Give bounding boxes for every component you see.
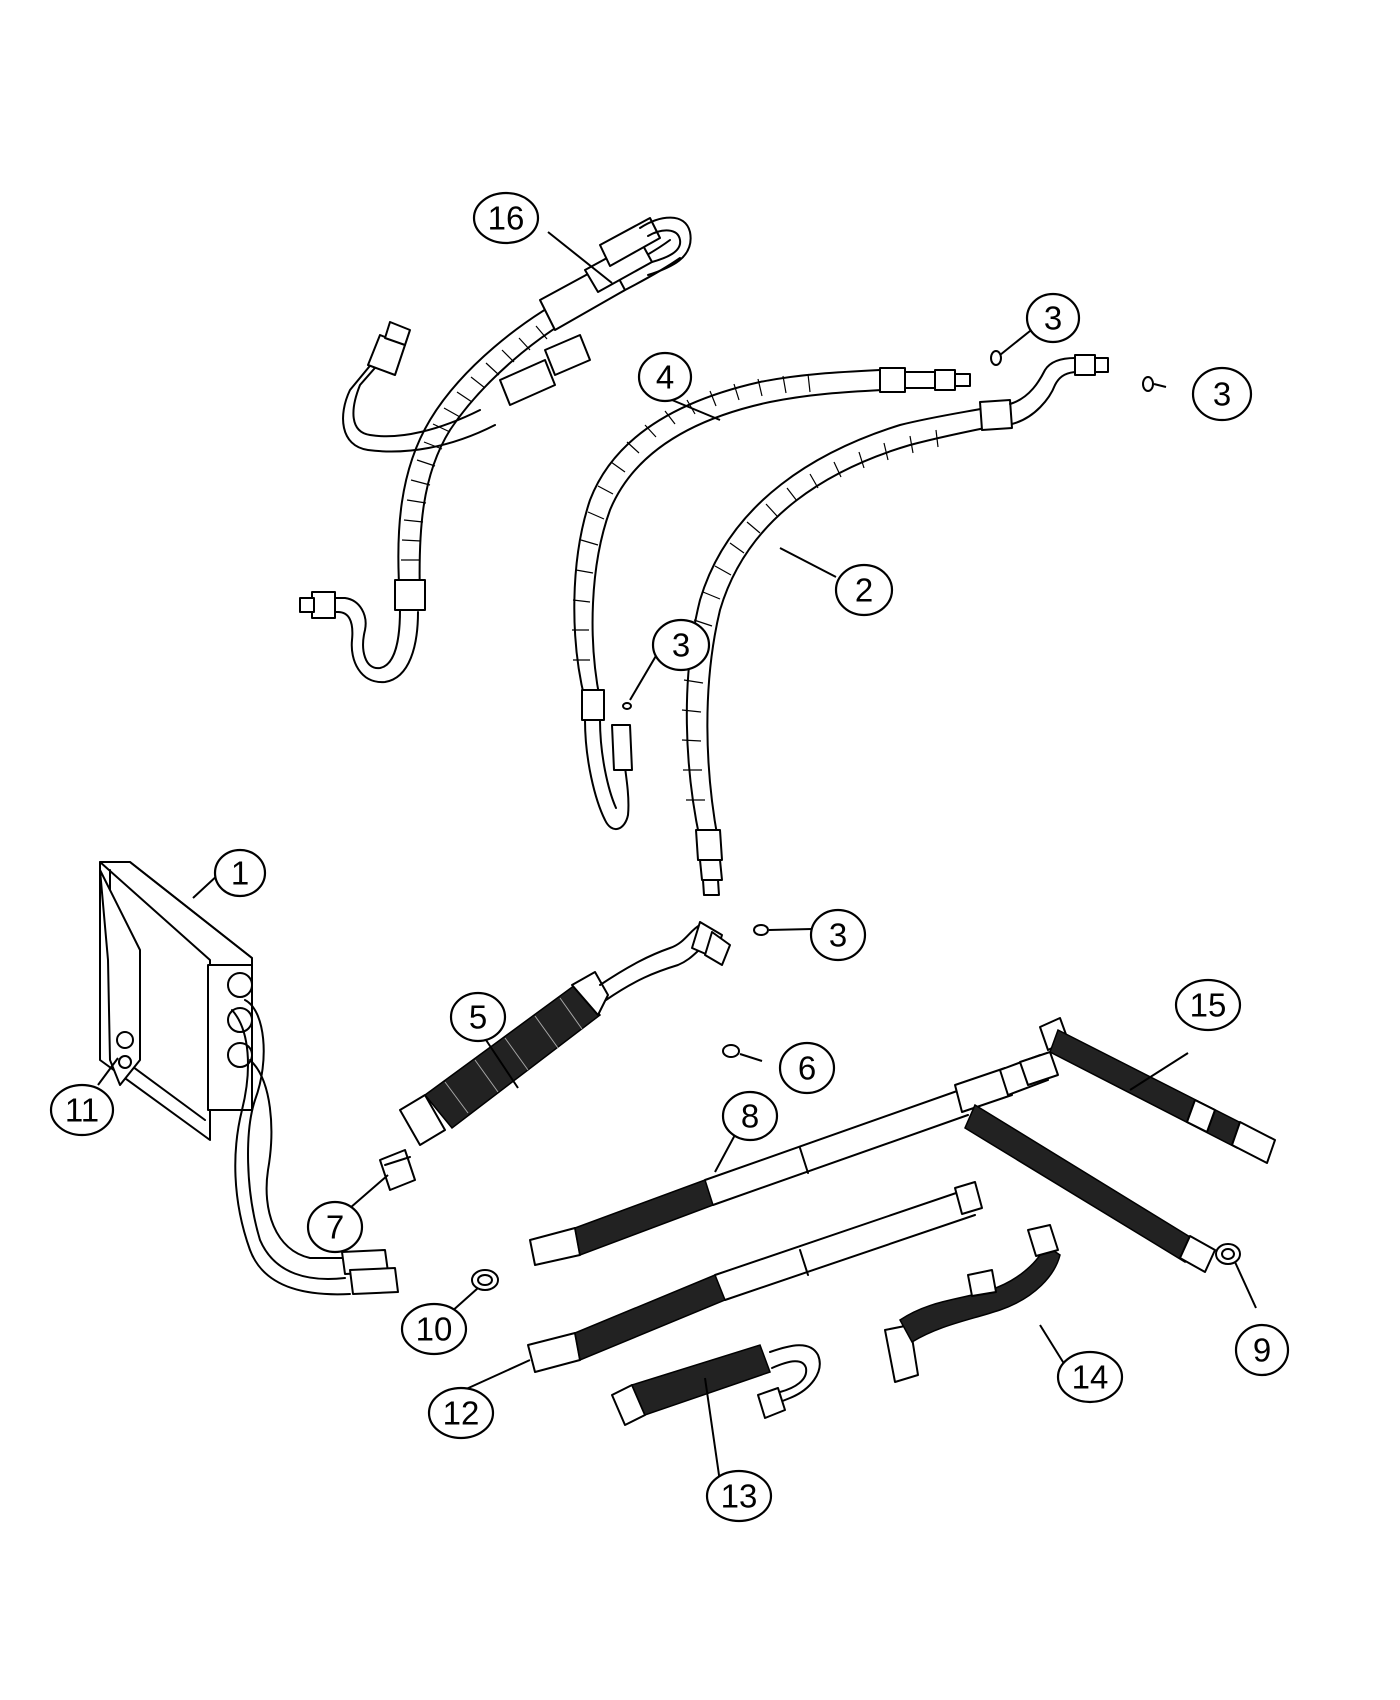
- part-8-tube: [529, 1051, 1059, 1266]
- part-14-hose: [884, 1224, 1061, 1383]
- callout-2-label: 2: [855, 572, 873, 609]
- part-2-hose: [681, 354, 1109, 896]
- callout-14-label: 14: [1072, 1359, 1109, 1396]
- callout-3b-label: 3: [1213, 376, 1231, 413]
- callout-8-label: 8: [741, 1098, 759, 1135]
- callout-1: 1: [213, 848, 267, 898]
- callout-11: 11: [49, 1083, 115, 1137]
- callout-2: 2: [834, 563, 894, 617]
- callout-4: 4: [637, 351, 693, 403]
- callout-3a-label: 3: [1044, 300, 1062, 337]
- part-15-hose: [1039, 1017, 1276, 1164]
- callout-3a: 3: [1025, 292, 1081, 344]
- callout-16: 16: [472, 191, 540, 245]
- callout-12-label: 12: [443, 1395, 480, 1432]
- callout-7-label: 7: [326, 1209, 344, 1246]
- part-10-clamp: [471, 1269, 499, 1291]
- callout-4-label: 4: [656, 359, 674, 396]
- callout-15: 15: [1174, 978, 1242, 1032]
- callout-6: 6: [778, 1041, 836, 1095]
- part-7-clamp: [379, 1149, 416, 1191]
- callout-3b: 3: [1191, 366, 1253, 422]
- callout-3d: 3: [809, 908, 867, 962]
- callout-3d-label: 3: [829, 917, 847, 954]
- part-12-tube: [527, 1181, 983, 1373]
- callout-13: 13: [705, 1469, 773, 1523]
- callout-10-label: 10: [416, 1311, 453, 1348]
- callout-1-label: 1: [231, 855, 249, 892]
- part-6-o-ring: [722, 1044, 740, 1058]
- callout-7: 7: [306, 1200, 364, 1254]
- callout-16-label: 16: [488, 200, 525, 237]
- callout-9-label: 9: [1253, 1332, 1271, 1369]
- callout-15-label: 15: [1190, 987, 1227, 1024]
- callout-3c: 3: [651, 618, 711, 672]
- callout-8: 8: [721, 1090, 779, 1142]
- callout-13-label: 13: [721, 1478, 758, 1515]
- callout-12: 12: [427, 1386, 495, 1440]
- callout-3c-label: 3: [672, 627, 690, 664]
- callout-5: 5: [449, 991, 507, 1043]
- callout-5-label: 5: [469, 999, 487, 1036]
- callout-11-label: 11: [65, 1092, 99, 1129]
- callout-9: 9: [1234, 1323, 1290, 1377]
- callout-14: 14: [1056, 1350, 1124, 1404]
- part-8b-hose-right: [964, 1103, 1216, 1273]
- part-13-hose: [611, 1344, 821, 1426]
- part-9-clamp: [1215, 1243, 1241, 1265]
- part-5-hose: [399, 921, 731, 1146]
- part-3-o-rings: [622, 350, 1154, 936]
- part-11-bracket: [99, 869, 141, 1086]
- part-4-hose: [572, 367, 971, 830]
- part-16-hose-assembly: [299, 216, 692, 684]
- callout-10: 10: [400, 1302, 468, 1356]
- callout-6-label: 6: [798, 1050, 816, 1087]
